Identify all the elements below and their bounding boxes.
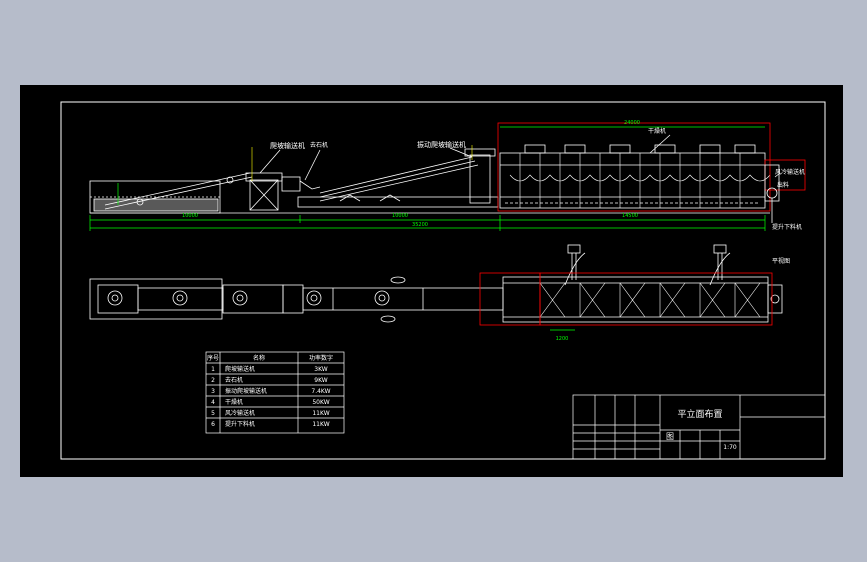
- dim-total: 35200: [412, 222, 428, 228]
- plan-view: [89, 244, 783, 323]
- leader-5: [774, 172, 781, 178]
- table-header-name: 名称: [253, 354, 265, 362]
- label-discharge: 提升下料机: [772, 223, 802, 231]
- title-block-scale: 1:70: [723, 444, 737, 451]
- leader-4: [649, 134, 671, 154]
- base-frame: [297, 196, 499, 208]
- plan-pit: [89, 278, 223, 320]
- table-row-name: 振动爬坡输送机: [225, 387, 267, 395]
- label-stone-remover: 去石机: [310, 141, 328, 149]
- dim-width: 1200: [556, 336, 569, 342]
- table-header-no: 序号: [207, 354, 219, 362]
- cooling-conveyor: [764, 164, 780, 223]
- table-row-no: 2: [211, 377, 215, 384]
- stone-remover: [245, 172, 321, 211]
- leader-3: [449, 147, 473, 158]
- dim-a: 10000: [182, 213, 198, 219]
- title-block: [572, 394, 826, 460]
- table-row-no: 3: [211, 388, 215, 395]
- table-row-power: 11KW: [312, 421, 329, 428]
- parts-table: [205, 351, 345, 434]
- dryer-outline: [497, 122, 771, 212]
- table-row-power: 3KW: [314, 366, 328, 373]
- table-row-power: 9KW: [314, 377, 328, 384]
- drawing-frame: [60, 101, 826, 460]
- table-row-name: 去石机: [225, 376, 243, 384]
- dim-top: 24000: [624, 120, 640, 126]
- table-row-name: 干燥机: [225, 398, 243, 406]
- drawing-sheet: 10000 10000 14500 35200 24000 爬坡输送机 去石机 …: [20, 85, 843, 477]
- plan-dryer-outline: [539, 272, 773, 326]
- table-row-power: 7.4KW: [311, 388, 330, 395]
- dimension-lines: [89, 126, 766, 231]
- label-outlet: 出料: [777, 181, 789, 189]
- table-row-name: 爬坡输送机: [225, 365, 255, 373]
- table-row-no: 1: [211, 366, 215, 373]
- label-dryer: 干燥机: [648, 127, 666, 135]
- plan-dryer: [502, 276, 769, 323]
- incline-conveyor-2: [319, 148, 496, 204]
- label-conveyor-1: 爬坡输送机: [270, 141, 305, 150]
- dim-b: 10000: [392, 213, 408, 219]
- table-row-power: 11KW: [312, 410, 329, 417]
- leader-1: [259, 149, 281, 174]
- table-row-no: 4: [211, 399, 215, 406]
- incline-conveyor-1: [104, 172, 253, 210]
- table-row-no: 5: [211, 410, 215, 417]
- label-cooling-conveyor: 风冷输送机: [775, 168, 805, 176]
- table-row-name: 风冷输送机: [225, 409, 255, 417]
- label-plan: 平视图: [772, 257, 790, 265]
- feed-pit: [89, 180, 221, 214]
- elevation-view: [89, 122, 806, 223]
- table-row-name: 提升下料机: [225, 420, 255, 428]
- dim-c: 14500: [622, 213, 638, 219]
- parts-table-text: 序号 名称 功率数字 1 爬坡输送机 3KW 2 去石机 9KW 3 振动爬坡输…: [207, 354, 333, 428]
- title-block-title: 平立面布置: [677, 408, 722, 420]
- cad-drawing: 10000 10000 14500 35200 24000 爬坡输送机 去石机 …: [60, 101, 826, 460]
- dryer-unit: [499, 144, 771, 209]
- table-header-power: 功率数字: [309, 354, 333, 362]
- table-row-no: 6: [211, 421, 215, 428]
- leader-2: [304, 149, 321, 181]
- title-block-subtitle: 图: [666, 432, 674, 441]
- table-row-power: 50KW: [312, 399, 329, 406]
- label-conveyor-2: 振动爬坡输送机: [417, 140, 466, 149]
